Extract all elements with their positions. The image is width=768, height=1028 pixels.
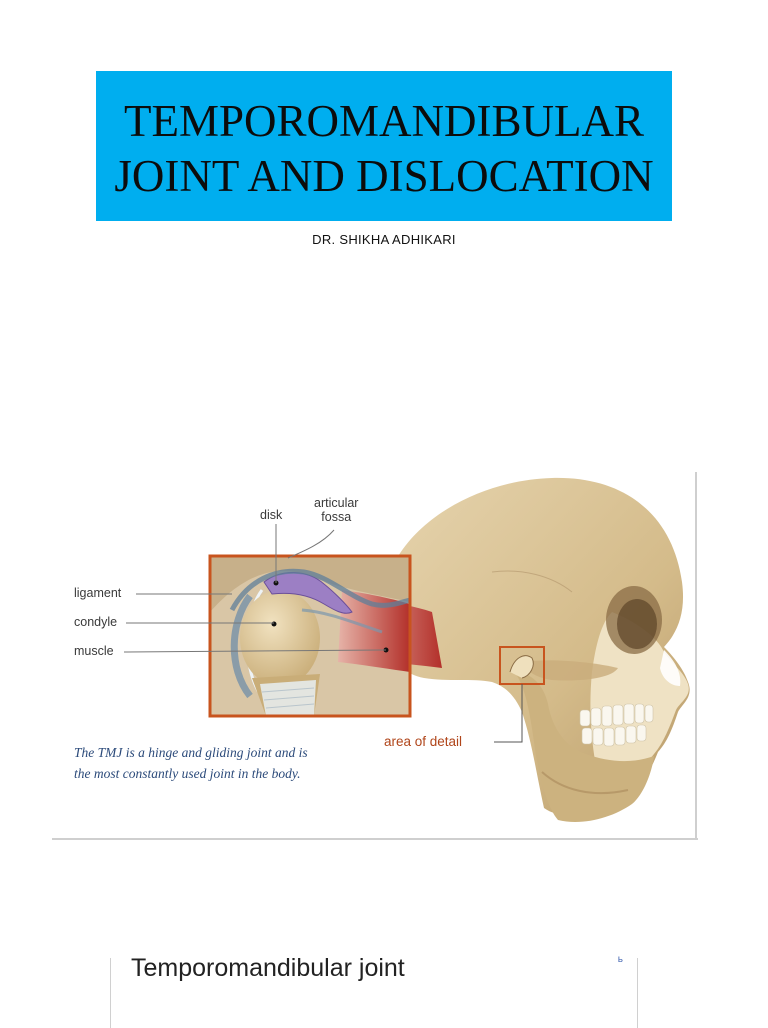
label-disk: disk	[260, 508, 283, 522]
detail-frame	[208, 554, 412, 718]
condyle-dot	[271, 621, 277, 627]
mandible	[514, 672, 654, 823]
upper-teeth	[579, 703, 654, 727]
lower-teeth	[581, 724, 647, 747]
slide-title-line-2: JOINT AND DISLOCATION	[114, 151, 654, 201]
label-muscle: muscle	[74, 644, 114, 658]
label-ligament: ligament	[74, 586, 122, 600]
label-condyle: condyle	[74, 615, 118, 629]
caption-line-2: the most constantly used joint in the bo…	[74, 766, 301, 781]
label-area-of-detail: area of detail	[384, 734, 463, 749]
tmj-illustration	[52, 472, 698, 840]
nasal-area	[660, 650, 681, 686]
next-slide-preview: Temporomandibular joint ь	[110, 954, 638, 1028]
slide-title: TEMPOROMANDIBULAR JOINT AND DISLOCATION	[114, 94, 653, 204]
label-articular-fossa: articular fossa	[314, 496, 358, 524]
condyle-shape	[240, 590, 320, 686]
title-banner: TEMPOROMANDIBULAR JOINT AND DISLOCATION	[96, 71, 672, 221]
figure-caption: The TMJ is a hinge and gliding joint and…	[74, 742, 374, 784]
corner-mark-icon: ь	[617, 954, 623, 965]
label-articular-fossa-line-1: articular	[314, 496, 359, 510]
leader-lines	[123, 524, 387, 653]
tmj-figure: disk articular fossa ligament condyle mu…	[52, 472, 698, 842]
next-slide-title: Temporomandibular joint	[131, 954, 405, 982]
detail-inset	[210, 556, 410, 716]
area-detail-pointer	[494, 684, 523, 743]
caption-line-1: The TMJ is a hinge and gliding joint and…	[74, 745, 308, 760]
author-name: DR. SHIKHA ADHIKARI	[312, 232, 456, 247]
slide-title-line-1: TEMPOROMANDIBULAR	[123, 96, 644, 146]
label-articular-fossa-line-2: fossa	[321, 510, 352, 524]
